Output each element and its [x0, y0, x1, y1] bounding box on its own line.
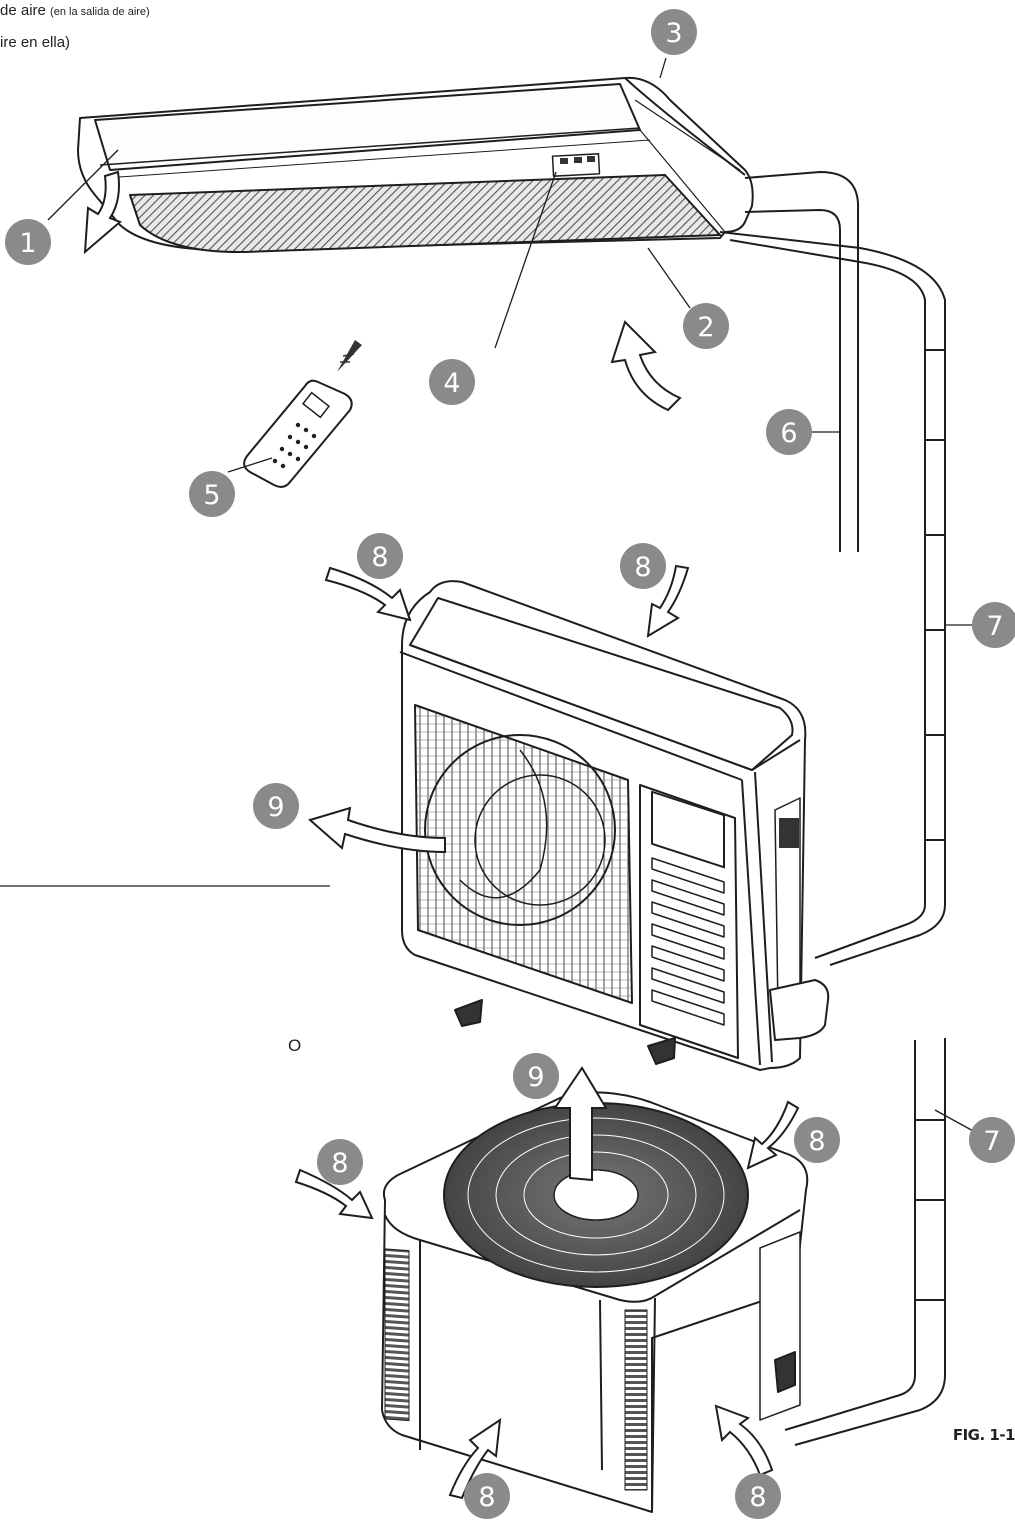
svg-text:8: 8 — [634, 552, 651, 583]
svg-text:8: 8 — [749, 1482, 766, 1513]
svg-text:2: 2 — [697, 312, 714, 343]
air-inlet-arrow-side-b — [714, 1404, 774, 1477]
svg-text:9: 9 — [267, 792, 284, 823]
callout-9-a: 9 — [253, 783, 299, 829]
callout-8-b-front: 8 — [464, 1473, 510, 1519]
callout-7-upper: 7 — [972, 602, 1015, 648]
air-inlet-arrow — [610, 320, 682, 412]
callout-3: 3 — [651, 9, 697, 55]
svg-text:3: 3 — [665, 18, 682, 49]
air-inlet-arrow-right-b — [746, 1100, 800, 1170]
svg-text:7: 7 — [986, 611, 1003, 642]
callout-2: 2 — [683, 303, 729, 349]
svg-text:7: 7 — [983, 1126, 1000, 1157]
svg-text:9: 9 — [527, 1062, 544, 1093]
callout-9-b: 9 — [513, 1053, 559, 1099]
air-outlet-arrow — [83, 170, 122, 255]
callout-8-a-top: 8 — [620, 543, 666, 589]
callout-badges: 1 3 2 4 5 6 7 7 8 8 9 9 8 8 8 8 — [5, 9, 1015, 1519]
air-outlet-arrow-side — [307, 806, 446, 854]
svg-text:5: 5 — [203, 480, 220, 511]
figure-label: FIG. 1-1 — [952, 1426, 1015, 1444]
svg-text:8: 8 — [331, 1148, 348, 1179]
remote-control — [243, 340, 362, 488]
callout-6: 6 — [766, 409, 812, 455]
svg-text:4: 4 — [443, 368, 460, 399]
caption-note: (en la salida de aire) — [50, 6, 150, 18]
or-separator: O — [288, 1036, 302, 1055]
indoor-unit — [77, 76, 754, 254]
callout-5: 5 — [189, 471, 235, 517]
caption-line-2: ire en ella) — [0, 34, 71, 51]
svg-text:6: 6 — [780, 418, 797, 449]
callout-8-a-left: 8 — [357, 533, 403, 579]
outdoor-unit-side-discharge — [399, 580, 830, 1071]
callout-7-lower: 7 — [969, 1117, 1015, 1163]
svg-text:1: 1 — [19, 228, 36, 259]
leader-lines — [0, 57, 980, 1133]
svg-text:8: 8 — [478, 1482, 495, 1513]
callout-8-b-left: 8 — [317, 1139, 363, 1185]
refrigerant-piping — [719, 170, 946, 1446]
caption-line-1: de aire (en la salida de aire) — [0, 2, 150, 19]
outdoor-unit-top-discharge — [381, 1091, 809, 1513]
callout-8-b-right: 8 — [794, 1117, 840, 1163]
callout-8-b-side: 8 — [735, 1473, 781, 1519]
callout-1: 1 — [5, 219, 51, 265]
callout-4: 4 — [429, 359, 475, 405]
air-outlet-arrow-top — [553, 1066, 608, 1182]
air-inlet-arrow-top — [646, 564, 690, 638]
air-inlet-arrow-left-b — [294, 1168, 374, 1220]
svg-text:8: 8 — [808, 1126, 825, 1157]
air-inlet-arrow-left — [324, 566, 412, 622]
svg-text:8: 8 — [371, 542, 388, 573]
